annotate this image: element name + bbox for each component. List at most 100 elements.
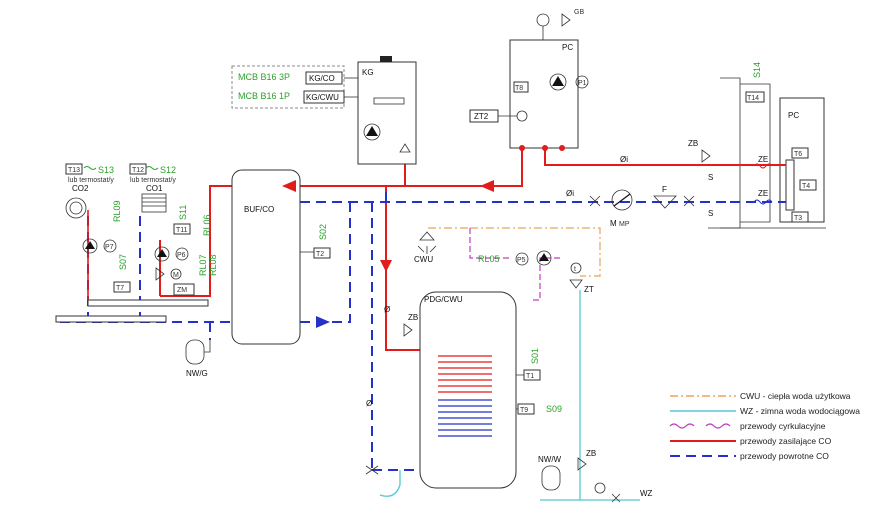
s02-label: S02 xyxy=(318,224,328,240)
cwu-pipes xyxy=(428,227,601,277)
rl06-label: RL06 xyxy=(202,214,212,236)
co2-label: CO2 xyxy=(72,184,89,193)
valve-icon-1 xyxy=(589,195,601,207)
kgco-box xyxy=(305,71,343,85)
oi-lower-label: Øi xyxy=(566,189,574,198)
legend-label-supply: przewody zasilające CO xyxy=(740,436,832,446)
t-circle-label: t xyxy=(574,266,576,273)
boiler-burner xyxy=(373,97,405,105)
co1-radiator-icon xyxy=(141,193,167,213)
mcb1-label: MCB B16 1P xyxy=(238,91,290,101)
t8-label: T8 xyxy=(515,85,523,92)
p1-circle xyxy=(575,75,589,89)
p5-pump-icon xyxy=(536,250,552,266)
kg-label: KG xyxy=(362,68,374,77)
shower-icon xyxy=(419,231,435,241)
buffer-tank xyxy=(231,169,301,345)
heat-meter-icon xyxy=(611,189,633,211)
t8-box xyxy=(513,81,529,93)
t6-label: T6 xyxy=(794,151,802,158)
o-pipe2-label: Ø xyxy=(366,399,372,408)
t13-box xyxy=(65,163,83,175)
flow-arrow-red-2 xyxy=(480,180,494,192)
gb-label: GB xyxy=(574,9,584,16)
pressure-gauge-icon xyxy=(536,13,550,27)
manifold-bar xyxy=(55,315,167,323)
p1-pump-icon xyxy=(549,73,567,91)
o-pipe1-label: Ø xyxy=(384,305,390,314)
t12-label: T12 xyxy=(132,167,144,174)
t4-label: T4 xyxy=(802,183,810,190)
pc-top-port-3 xyxy=(559,145,565,151)
p7-label: P7 xyxy=(105,244,114,251)
pc-top-port-1 xyxy=(519,145,525,151)
t6-box xyxy=(791,147,809,159)
legend: CWU - ciepła woda użytkowa WZ - zimna wo… xyxy=(669,391,860,461)
p1-label: P1 xyxy=(578,80,587,87)
ze1-label: ZE xyxy=(758,155,768,164)
s-lower-label: S xyxy=(708,209,713,218)
mixing-valve-icon xyxy=(155,267,165,281)
flow-arrow-red-1 xyxy=(282,180,296,192)
oi-upper-label: Øi xyxy=(620,155,628,164)
f-label: F xyxy=(662,185,667,194)
pc-top-port-2 xyxy=(542,145,548,151)
heat-pump-module-top xyxy=(509,39,579,149)
co2-radiator-icon xyxy=(65,197,87,219)
drain-valve-icon xyxy=(365,465,379,475)
s09-label: S09 xyxy=(546,404,562,414)
cwu-label: CWU xyxy=(414,255,433,264)
mmp-label: M xyxy=(610,219,617,228)
return-pipes xyxy=(60,186,730,471)
t7-label: T7 xyxy=(116,285,124,292)
legend-label-circ: przewody cyrkulacyjne xyxy=(740,421,826,431)
s01-label: S01 xyxy=(530,348,540,364)
zt-label: ZT xyxy=(584,285,594,294)
filter-icon xyxy=(653,195,677,209)
gas-boiler-kg xyxy=(357,61,417,165)
legend-label-wz: WZ - zimna woda wodociągowa xyxy=(740,406,860,416)
legend-label-cwu: CWU - ciepła woda użytkowa xyxy=(740,391,851,401)
t7-box xyxy=(113,281,131,293)
nwg-label: NW/G xyxy=(186,369,208,378)
buf-label: BUF/CO xyxy=(244,205,274,214)
expansion-vessel-g xyxy=(185,339,205,365)
p7-circle xyxy=(103,239,117,253)
rl09-label: RL09 xyxy=(112,200,122,222)
mmp-sub-label: MP xyxy=(619,221,630,228)
s11-label: S11 xyxy=(178,205,188,220)
t14-box xyxy=(745,91,765,103)
t1-label: T1 xyxy=(526,373,534,380)
t13-label: T13 xyxy=(68,167,80,174)
flow-arrow-blue xyxy=(316,316,330,328)
mixing-motor-icon xyxy=(170,268,182,280)
wz-label: WZ xyxy=(640,489,653,498)
expansion-vessel-w xyxy=(541,465,561,491)
ze2-label: ZE xyxy=(758,189,768,198)
legend-swatch-circ xyxy=(669,423,731,429)
t2-box xyxy=(313,247,331,259)
pdg-label: PDG/CWU xyxy=(424,295,463,304)
s12-label: S12 xyxy=(160,165,176,175)
valve-icon-2 xyxy=(683,195,695,207)
thermometer-icon xyxy=(570,262,582,274)
zb-bottom-label: ZB xyxy=(586,449,596,458)
t12-box xyxy=(129,163,147,175)
mcb-panel xyxy=(231,65,345,109)
t11-box xyxy=(173,223,191,235)
boiler-flue xyxy=(380,56,392,62)
supply-pipes xyxy=(159,148,720,351)
flow-arrow-red-3 xyxy=(380,260,392,272)
t2-label: T2 xyxy=(316,251,324,258)
coil-red xyxy=(438,355,492,393)
t11-label: T11 xyxy=(176,227,188,234)
bottom-gauge-icon xyxy=(594,482,606,494)
t3-box xyxy=(791,211,809,223)
zm-label: ZM xyxy=(177,287,187,294)
rl05-label: RL05 xyxy=(478,254,500,264)
dhw-tank xyxy=(419,291,517,489)
t14-label: T14 xyxy=(747,95,759,102)
lub1-label: lub termostat/y xyxy=(68,177,114,184)
co1-label: CO1 xyxy=(146,184,163,193)
